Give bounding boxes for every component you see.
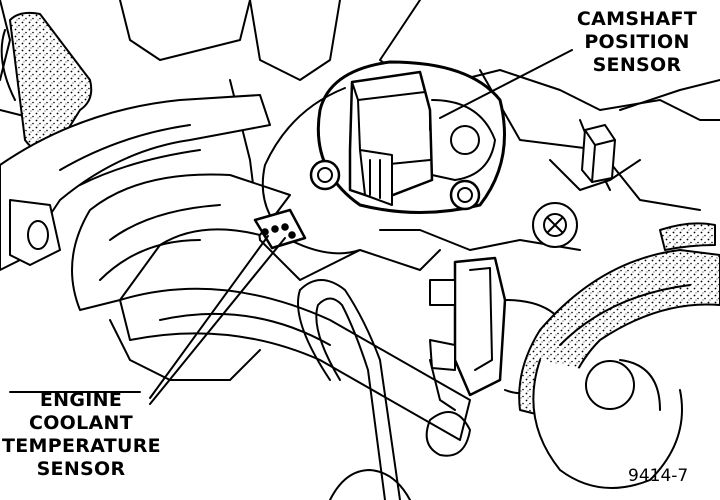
- wire-loop: [297, 279, 401, 500]
- camshaft-leader-line: [439, 49, 573, 119]
- pulley-housing: [532, 359, 683, 489]
- engine-coolant-temperature-sensor-label: ENGINE COOLANT TEMPERATURE SENSOR: [2, 389, 161, 481]
- bolt-head: [532, 202, 578, 248]
- coolant-label-line-1: ENGINE: [39, 389, 123, 411]
- tube-opening: [329, 469, 411, 500]
- coolant-label-line-2: COOLANT: [28, 412, 134, 434]
- upper-radiator-hose: [0, 94, 271, 271]
- coolant-leader-line-1: [149, 235, 269, 399]
- mount-bracket: [9, 199, 61, 266]
- camshaft-label-line-2: POSITION: [584, 31, 690, 53]
- camshaft-position-sensor-label: CAMSHAFT POSITION SENSOR: [562, 8, 712, 77]
- lower-radiator-hose: [71, 173, 291, 311]
- figure-number: 9414-7: [628, 466, 689, 486]
- sensor-wire: [261, 87, 361, 255]
- heater-tube: [119, 287, 471, 457]
- camshaft-label-line-3: SENSOR: [592, 54, 682, 76]
- camshaft-position-sensor: [309, 60, 506, 214]
- hex-bolt: [581, 124, 616, 183]
- coolant-label-line-3: TEMPERATURE: [2, 435, 161, 457]
- coolant-leader-line-2: [149, 237, 286, 405]
- coolant-label-line-4: SENSOR: [36, 458, 126, 480]
- small-hose: [659, 222, 716, 251]
- camshaft-label-line-1: CAMSHAFT: [576, 8, 698, 30]
